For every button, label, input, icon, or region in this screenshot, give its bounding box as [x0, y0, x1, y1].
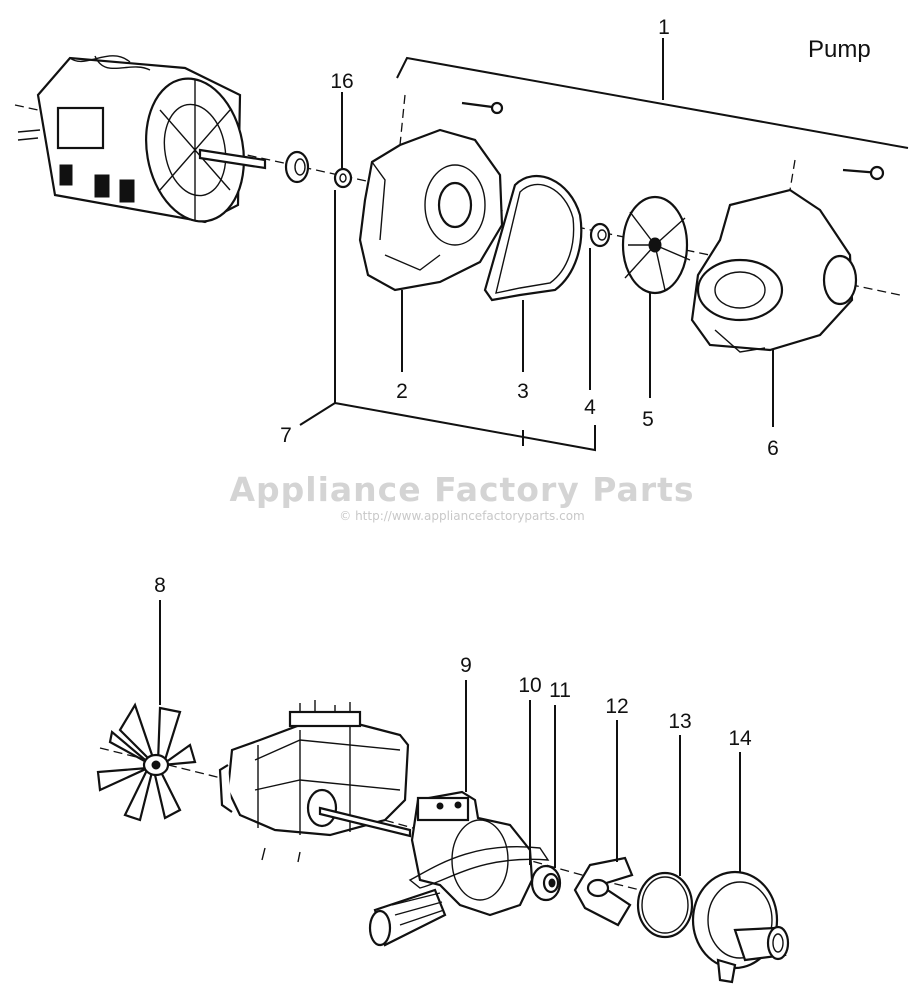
callout-13: 13 [668, 710, 691, 733]
part-8-fan [96, 702, 197, 822]
callout-7: 7 [280, 424, 292, 447]
callout-9: 9 [460, 654, 472, 677]
callout-11: 11 [549, 679, 571, 702]
part-3-gasket [483, 175, 583, 302]
part-14-cover [691, 870, 790, 984]
motor-assembly-bottom [218, 700, 412, 863]
part-13-o-ring [636, 871, 694, 939]
watermark-url: © http://www.appliancefactoryparts.com [339, 509, 585, 523]
part-9-pump-housing [368, 790, 550, 947]
callout-10: 10 [518, 674, 541, 697]
callout-1: 1 [658, 16, 670, 39]
part-6-pump-housing [690, 159, 885, 353]
callout-8: 8 [154, 574, 166, 597]
watermark-title: Appliance Factory Parts [229, 470, 695, 509]
group-bracket-7 [334, 190, 596, 452]
callout-16: 16 [330, 70, 353, 93]
part-12-impeller [573, 856, 634, 927]
seal-part [284, 150, 310, 184]
motor-assembly-top [17, 55, 267, 224]
group-bracket-1 [396, 56, 909, 149]
callout-4: 4 [584, 396, 596, 419]
part-4-bushing [589, 222, 611, 248]
part-5-impeller [621, 195, 691, 295]
callout-6: 6 [767, 437, 779, 460]
part-10-11-seals [530, 864, 562, 902]
callout-12: 12 [605, 695, 628, 718]
callout-5: 5 [642, 408, 654, 431]
callout-14: 14 [728, 727, 752, 750]
diagram-title: Pump [808, 36, 871, 63]
part-16-washer [333, 167, 353, 189]
part-2-pump-cover [358, 94, 504, 292]
callout-3: 3 [517, 380, 529, 403]
callout-2: 2 [396, 380, 408, 403]
